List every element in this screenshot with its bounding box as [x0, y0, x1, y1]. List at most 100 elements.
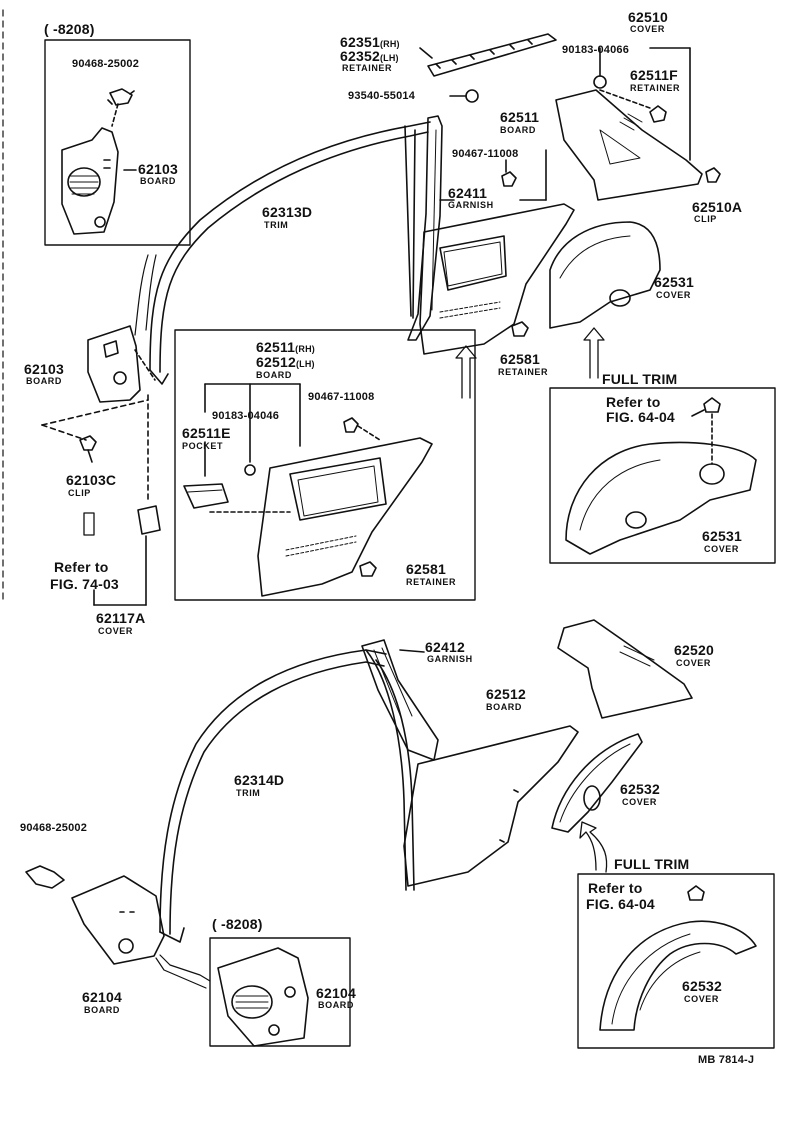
full-trim-bot: FULL TRIM: [614, 856, 690, 872]
part-62511-board-name: BOARD: [500, 125, 536, 135]
inset-box-62104: [209, 937, 351, 1047]
inset-box-62103: [44, 39, 191, 246]
part-93540: 93540-55014: [348, 90, 416, 102]
board-62103-main-shape: [87, 325, 141, 403]
clip-full-62532: [687, 885, 705, 901]
part-62510A-name: CLIP: [694, 214, 717, 224]
cover-62531-full-shape: [565, 441, 757, 555]
part-62103C-name: CLIP: [68, 488, 91, 498]
part-62531-full: 62531: [702, 528, 742, 544]
part-62104-main-name: BOARD: [84, 1005, 120, 1015]
part-62313D-name: TRIM: [264, 220, 289, 230]
part-62117A: 62117A: [96, 610, 146, 626]
part-62511-board: 62511: [500, 109, 540, 125]
part-62103-main: 62103: [24, 361, 64, 377]
full-trim-top: FULL TRIM: [602, 371, 678, 387]
part-62104-main: 62104: [82, 989, 122, 1005]
board-62512-shape: [403, 725, 579, 887]
cover-62532-full-shape: [599, 920, 757, 1031]
garnish-62412-shape: [361, 639, 439, 761]
board-62104-main-shape: [71, 875, 165, 965]
retainer-62351-shape: [427, 33, 557, 77]
fig-7403: FIG. 74-03: [50, 576, 119, 592]
retainer-62511F-shape: [649, 105, 667, 123]
part-62351: 62351(RH): [340, 34, 400, 50]
part-62511E: 62511E: [182, 425, 231, 441]
part-62581-box: 62581: [406, 561, 446, 577]
part-62313D: 62313D: [262, 204, 313, 220]
figure-code: MB 7814-J: [698, 1054, 755, 1066]
part-62520-name: COVER: [676, 658, 712, 668]
part-62520: 62520: [674, 642, 714, 658]
part-62510A: 62510A: [692, 199, 743, 215]
part-62352: 62352(LH): [340, 48, 399, 64]
clip-62103C-shape: [79, 435, 97, 463]
part-62531-top: 62531: [654, 274, 694, 290]
part-62103-inset: 62103: [138, 161, 178, 177]
part-62510-name: COVER: [630, 24, 666, 34]
clip-90468-bot: [25, 865, 65, 889]
trim-62314D-shape: [159, 649, 415, 943]
part-62581-top-name: RETAINER: [498, 367, 549, 377]
part-62581-box-name: RETAINER: [406, 577, 457, 587]
clip-90467-top: [501, 171, 517, 187]
cover-62532-top-shape: [551, 733, 643, 833]
board-62104-inset-shape: [217, 947, 309, 1047]
part-62531-full-name: COVER: [704, 544, 740, 554]
part-90467-box: 90467-11008: [308, 391, 375, 403]
part-62532-top-name: COVER: [622, 797, 658, 807]
cover-62520-shape: [557, 619, 693, 719]
retainer-62581-box: [359, 561, 377, 577]
date-range-top: ( -8208): [44, 21, 95, 37]
part-90467-top: 90467-11008: [452, 148, 519, 160]
full-trim-box-62531: [549, 387, 776, 564]
nut-90183-top: [593, 75, 607, 89]
part-62581-top: 62581: [500, 351, 540, 367]
part-62532-full: 62532: [682, 978, 722, 994]
part-62412-name: GARNISH: [427, 654, 473, 664]
screw-93540: [465, 89, 479, 103]
part-62352-name: RETAINER: [342, 63, 393, 73]
part-62411: 62411: [448, 185, 488, 201]
cover-62510-shape: [555, 89, 703, 201]
part-62117A-name: COVER: [98, 626, 134, 636]
part-62532-top: 62532: [620, 781, 660, 797]
clip-full-62531: [703, 397, 721, 413]
clip-90467-box: [343, 417, 359, 433]
part-62512-lh: 62512(LH): [256, 354, 315, 370]
part-90183-box: 90183-04046: [212, 410, 280, 422]
part-62531-top-name: COVER: [656, 290, 692, 300]
refer-to-6404-a: Refer to: [606, 394, 661, 410]
part-62512-board: 62512: [486, 686, 526, 702]
part-62104-inset-name: BOARD: [318, 1000, 354, 1010]
refer-to-6404-b: Refer to: [588, 880, 643, 896]
retainer-62581-top: [511, 321, 529, 337]
board-62511-shape: [419, 203, 575, 355]
refer-to-7403: Refer to: [54, 559, 109, 575]
part-62510: 62510: [628, 9, 668, 25]
board-62103-inset-shape: [61, 127, 119, 235]
part-90183-top: 90183-04066: [562, 44, 630, 56]
pocket-62511E-shape: [183, 483, 229, 509]
clip-90468-top: [107, 88, 135, 127]
part-62103-main-name: BOARD: [26, 376, 62, 386]
inset-box-62511: [174, 329, 476, 601]
clip-62510A-shape: [705, 167, 721, 183]
part-62511-rh: 62511(RH): [256, 339, 315, 355]
part-90468-top: 90468-25002: [72, 58, 140, 70]
full-trim-box-62532: [577, 873, 775, 1049]
fig-6404-b: FIG. 64-04: [586, 896, 655, 912]
part-62512-lh-name: BOARD: [256, 370, 292, 380]
fig-6404-a: FIG. 64-04: [606, 409, 675, 425]
part-62104-inset: 62104: [316, 985, 356, 1001]
part-62412: 62412: [425, 639, 465, 655]
nut-90183-box: [244, 464, 256, 476]
part-62511E-name: POCKET: [182, 441, 224, 451]
part-62411-name: GARNISH: [448, 200, 494, 210]
board-62511-box-shape: [257, 437, 433, 597]
part-62532-full-name: COVER: [684, 994, 720, 1004]
part-62511F-name: RETAINER: [630, 83, 681, 93]
part-62103C: 62103C: [66, 472, 117, 488]
part-62511F: 62511F: [630, 67, 678, 83]
